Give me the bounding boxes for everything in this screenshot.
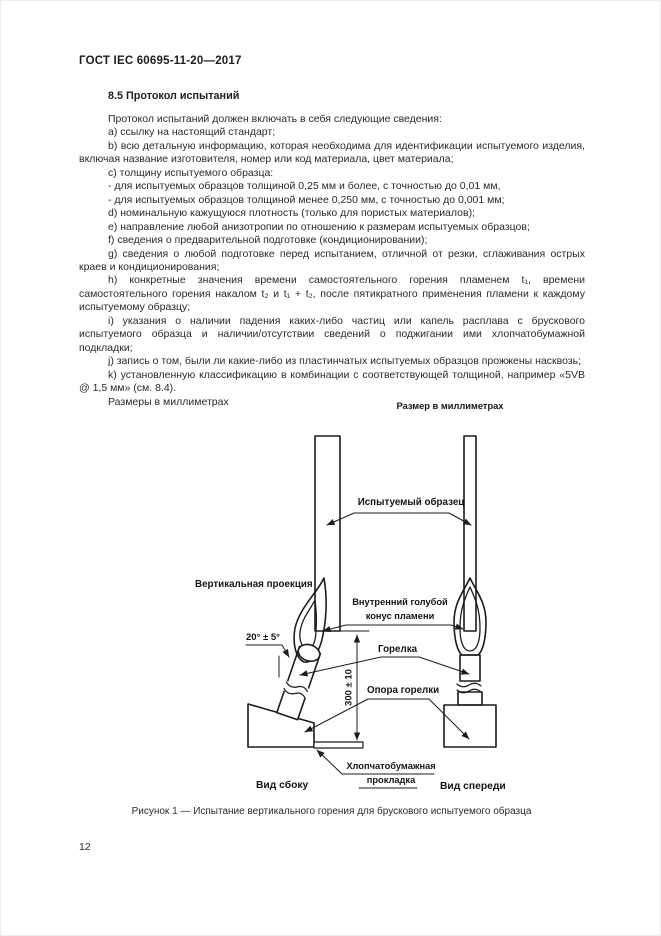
leader-burner-support [304, 698, 470, 740]
inner-cone-front [459, 586, 481, 652]
list-item-h: h) конкретные значения времени самостоят… [79, 274, 585, 314]
label-burner-support: Опора горелки [367, 685, 440, 696]
list-item-j: j) запись о том, были ли какие-либо из п… [108, 355, 582, 368]
list-item-k: k) установленную классификацию в комбина… [79, 368, 585, 395]
list-item-f: f) сведения о предварительной подготовке… [108, 234, 428, 247]
burner-tube-front-upper [459, 654, 481, 682]
label-burner: Горелка [378, 644, 418, 655]
list-item-g: g) сведения о любой подготовке перед исп… [79, 247, 585, 273]
label-angle: 20° ± 5° [246, 632, 280, 643]
list-item-e: e) направление любой анизотропии по отно… [108, 220, 530, 233]
sizes-note: Размеры в миллиметрах [108, 395, 229, 408]
list-item-a: a) ссылку на настоящий стандарт; [108, 126, 276, 139]
page-number: 12 [79, 841, 91, 853]
burner-mouth-side [297, 643, 321, 663]
list-item-c: c) толщину испытуемого образца: [108, 166, 274, 179]
label-dimension-300: 300 ± 10 [343, 669, 355, 706]
leader-cotton-pad [316, 749, 435, 775]
flame-front [453, 577, 487, 656]
specimen-bar-side [314, 435, 341, 632]
burner-support-front [443, 704, 497, 748]
list-item-c-dash1: - для испытуемых образцов толщиной 0,25 … [108, 180, 501, 193]
list-item-i: i) указания о наличии падения каких-либо… [79, 314, 585, 354]
leader-burner [299, 656, 470, 677]
section-heading: 8.5 Протокол испытаний [108, 90, 240, 102]
body-text-block: Протокол испытаний должен включать в себ… [79, 113, 585, 409]
leader-inner-cone [322, 623, 464, 633]
figure-caption: Рисунок 1 — Испытание вертикального горе… [131, 806, 532, 817]
figure-units-label: Размер в миллиметрах [396, 401, 504, 411]
label-vertical-projection: Вертикальная проекция [195, 579, 313, 590]
label-side-view: Вид сбоку [256, 780, 309, 791]
flame-side [293, 577, 327, 663]
label-inner-cone: Внутренний голубой конус пламени [352, 597, 448, 621]
list-item-b: b) всю детальную информацию, которая нео… [79, 139, 585, 166]
label-cotton-pad: Хлопчатобумажная прокладка [346, 761, 436, 785]
burner-tube-front-lower [457, 691, 483, 706]
inner-cone-side [299, 599, 318, 650]
label-front-view: Вид спереди [440, 781, 506, 792]
label-specimen: Испытуемый образец [357, 497, 465, 508]
leader-specimen [326, 512, 472, 526]
angle-arrow [281, 644, 290, 658]
cotton-pad-plate [313, 741, 364, 749]
paragraph-intro: Протокол испытаний должен включать в себ… [108, 113, 442, 125]
document-header: ГОСТ IEC 60695-11-20—2017 [79, 55, 242, 67]
specimen-bar-front [463, 435, 477, 632]
list-item-d: d) номинальную кажущуюся плотность (толь… [108, 207, 475, 220]
list-item-c-dash2: - для испытуемых образцов толщиной менее… [108, 193, 505, 206]
